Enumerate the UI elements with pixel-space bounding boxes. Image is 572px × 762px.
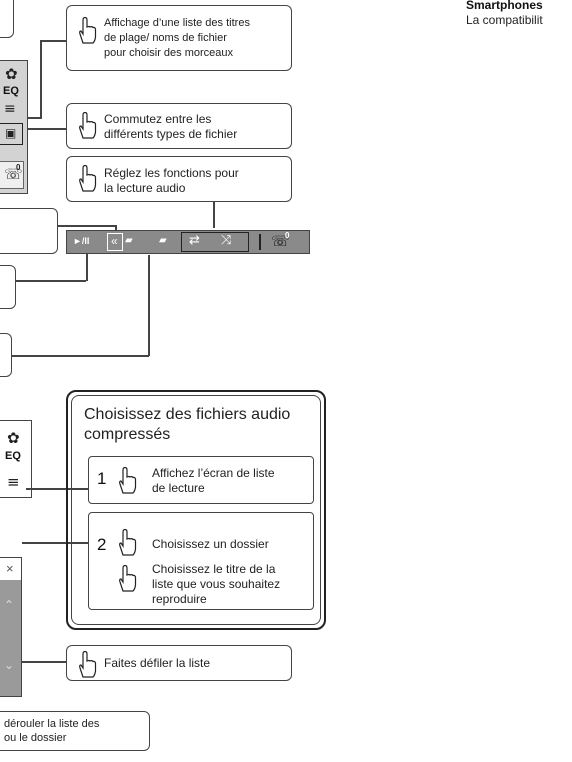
left-callout-1 (0, 0, 14, 38)
rewind-label: « (111, 234, 118, 248)
compressed-files-box (66, 390, 326, 630)
step-2-number: 2 (97, 535, 107, 554)
connector-line (22, 542, 88, 544)
phone-key[interactable]: ☏ 0 (0, 161, 24, 189)
step-2-text-a: Choisissez un dossier (152, 537, 269, 551)
play-pause-button[interactable]: ►/II (73, 236, 90, 246)
connector-line (40, 40, 42, 117)
eq-button[interactable]: EQ (3, 85, 19, 97)
audio-settings-text-1: Réglez les fonctions pour (104, 166, 239, 180)
compressed-files-inner (71, 395, 321, 625)
audio-settings-text-2: la lecture audio (104, 181, 186, 195)
connector-line (86, 254, 88, 281)
connector-line (58, 225, 116, 227)
step-2-text-b-1: Choisissez le titre de la (152, 562, 276, 576)
step-1-text-2: de lecture (152, 481, 205, 495)
bottom-callout (0, 711, 150, 751)
audio-settings-callout (66, 156, 292, 202)
gear-icon[interactable]: ✿ (5, 65, 18, 83)
hand-icon (119, 564, 137, 592)
section-title: Smartphones (466, 0, 543, 12)
hand-icon (79, 650, 97, 678)
connector-line (26, 488, 88, 490)
left-callout-2 (0, 208, 58, 254)
list-icon[interactable]: ≡ (7, 473, 20, 491)
connector-line (27, 128, 66, 130)
chevron-up-icon[interactable]: ⌃ (4, 598, 15, 612)
gear-icon[interactable]: ✿ (7, 429, 20, 447)
folder-icon[interactable]: ▰ (159, 235, 167, 246)
playback-bar: ►/II « ▰ ▰ ⇄ ⤨ ☏ 0 (66, 230, 310, 254)
step-1-number: 1 (97, 469, 107, 488)
hand-icon (79, 164, 97, 192)
connector-line (22, 661, 66, 663)
connector-line (213, 202, 215, 228)
connector-line (148, 255, 150, 356)
shuffle-icon[interactable]: ⤨ (221, 233, 232, 248)
step-2-text-b-3: reproduire (152, 592, 207, 606)
bottom-text-1: dérouler la liste des (4, 718, 100, 730)
left-callout-4 (0, 333, 12, 377)
connector-line (115, 225, 117, 230)
phone-badge: 0 (16, 163, 21, 172)
step-2-text-b-2: liste que vous souhaitez (152, 577, 281, 591)
scroll-callout (66, 645, 292, 681)
file-type-text-1: Commutez entre les (104, 112, 212, 126)
eq-button[interactable]: EQ (5, 450, 21, 462)
section-intro: La compatibilit (466, 13, 543, 27)
folder-icon[interactable]: ▰ (125, 235, 133, 246)
bottom-text-2: ou le dossier (4, 732, 67, 744)
connector-line (28, 117, 42, 119)
compressed-title-2: compressés (84, 426, 171, 443)
track-list-text-2: de plage/ noms de fichier (104, 32, 227, 44)
scroll-text: Faites défiler la liste (104, 656, 211, 670)
close-button[interactable]: × (6, 561, 14, 576)
connector-line (40, 40, 66, 42)
repeat-icon[interactable]: ⇄ (189, 233, 200, 248)
compressed-title-1: Choisissez des fichiers audio (84, 406, 291, 423)
track-list-text-1: Affichage d’une liste des titres (104, 17, 250, 29)
file-type-icon: ▣ (5, 126, 17, 140)
phone-icon: ☏ (4, 165, 23, 183)
rewind-button[interactable]: « (107, 233, 123, 251)
side-panel-bottom: ✿ EQ ≡ (0, 420, 32, 498)
list-panel: × ⌃ ⌄ (0, 557, 22, 697)
divider (259, 234, 261, 250)
phone-icon[interactable]: ☏ (271, 232, 290, 250)
connector-line (12, 355, 149, 357)
file-type-button[interactable]: ▣ (0, 123, 23, 145)
hand-icon (79, 16, 97, 44)
chevron-down-icon[interactable]: ⌄ (4, 658, 15, 672)
track-list-text-3: pour choisir des morceaux (104, 47, 234, 59)
phone-badge: 0 (285, 231, 290, 240)
file-type-callout (66, 103, 292, 149)
list-panel-header: × (0, 558, 21, 580)
hand-icon (79, 111, 97, 139)
hand-icon (119, 528, 137, 556)
list-icon[interactable]: ≡ (4, 101, 16, 117)
step-2-box (88, 512, 314, 610)
track-list-callout (66, 5, 292, 71)
connector-line (16, 280, 86, 282)
file-type-text-2: différents types de fichier (104, 127, 238, 141)
audio-settings-button-group (181, 232, 249, 252)
side-panel-top: ✿ EQ ≡ ▣ ☏ 0 (0, 60, 28, 194)
step-1-text-1: Affichez l’écran de liste (152, 466, 275, 480)
left-callout-3 (0, 265, 16, 309)
hand-icon (119, 466, 137, 494)
